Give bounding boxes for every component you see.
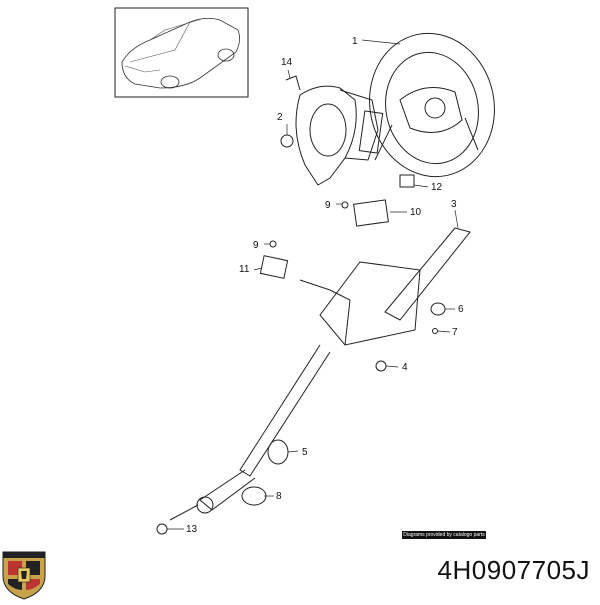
part-number: 4H0907705J — [437, 555, 590, 585]
callout-5: 5 — [302, 447, 308, 458]
steering-column — [169, 227, 471, 521]
bush-6 — [430, 302, 446, 316]
screw-7 — [432, 328, 438, 334]
porsche-crest-logo — [0, 546, 48, 600]
callout-labels: 1 2 3 4 5 6 7 8 9 9 10 11 12 13 14 — [186, 36, 464, 535]
callout-13: 13 — [186, 524, 198, 535]
cover-8 — [241, 486, 267, 506]
callout-9a: 9 — [325, 200, 331, 211]
callout-3: 3 — [451, 199, 457, 210]
callout-10: 10 — [410, 207, 422, 218]
diagram-credit: Diagrams provided by catalogo parts — [402, 531, 486, 539]
small-parts — [156, 134, 446, 535]
trim-ring — [285, 75, 384, 186]
callout-2: 2 — [277, 112, 283, 123]
callout-1: 1 — [352, 36, 358, 47]
bearing-5 — [267, 439, 289, 465]
callout-14: 14 — [281, 57, 293, 68]
callout-6: 6 — [458, 304, 464, 315]
screw-9b — [269, 240, 277, 248]
screw-9a — [341, 201, 349, 209]
callout-9b: 9 — [253, 240, 259, 251]
module-11 — [259, 255, 289, 279]
callout-4: 4 — [402, 362, 408, 373]
callout-8: 8 — [276, 491, 282, 502]
bolt-4 — [375, 360, 387, 372]
leader-lines — [167, 39, 459, 530]
steering-wheel — [369, 32, 495, 178]
clip-12 — [399, 174, 415, 188]
vehicle-thumbnail — [114, 7, 249, 98]
bolt-13 — [156, 523, 168, 535]
callout-11: 11 — [239, 264, 250, 275]
callout-7: 7 — [452, 327, 458, 338]
bolt-2 — [280, 134, 294, 148]
callout-12: 12 — [431, 182, 443, 193]
module-10 — [353, 199, 389, 227]
